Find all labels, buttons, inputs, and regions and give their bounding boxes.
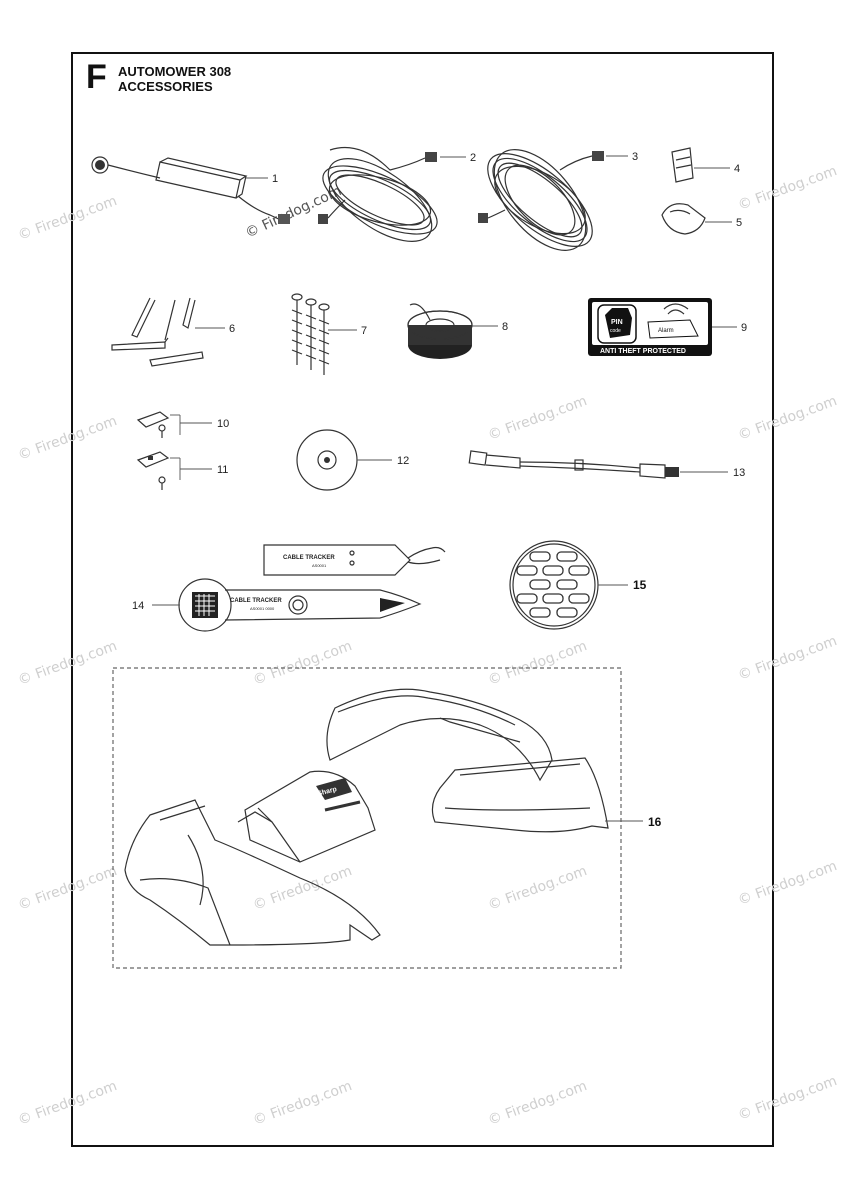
tracker-receiver-label: CABLE TRACKER xyxy=(283,555,335,561)
callout-3: 3 xyxy=(632,151,638,163)
part-13-usb-cable xyxy=(468,450,728,479)
tracker-probe-sub: AS0001 0000 xyxy=(250,606,275,611)
diagram-frame xyxy=(71,52,774,1147)
decal-alarm-label: Alarm xyxy=(658,328,674,334)
part-4-connector xyxy=(671,147,730,183)
callout-11: 11 xyxy=(217,464,228,476)
decal-pin-sub: code xyxy=(610,328,621,334)
decal-banner: ANTI THEFT PROTECTED xyxy=(600,348,686,355)
callout-13: 13 xyxy=(733,467,745,479)
watermark: © Firedog.com xyxy=(16,413,119,464)
part-2-cable-coil xyxy=(318,146,466,242)
part-11-blade xyxy=(136,451,212,490)
watermark: © Firedog.com xyxy=(16,193,119,244)
watermark: © Firedog.com xyxy=(486,863,589,914)
callout-14: 14 xyxy=(132,600,144,612)
part-8-wire-spool xyxy=(407,303,498,359)
watermark: © Firedog.com xyxy=(736,1073,839,1124)
watermark: © Firedog.com xyxy=(486,638,589,689)
part-9-anti-theft-decal: PIN code Alarm ANTI THEFT PROTECTED xyxy=(588,298,737,356)
callout-15: 15 xyxy=(633,578,647,592)
watermark: © Firedog.com xyxy=(486,1078,589,1129)
page-title: AUTOMOWER 308 ACCESSORIES xyxy=(118,64,231,94)
callout-5: 5 xyxy=(736,217,742,229)
part-10-blade xyxy=(136,411,212,438)
callout-labels: 1 2 3 4 5 6 7 8 9 10 11 12 13 14 15 16 xyxy=(132,151,747,829)
cover-badge: Sharp xyxy=(317,786,338,798)
part-5-coupler xyxy=(661,203,732,235)
callout-10: 10 xyxy=(217,418,229,430)
part-6-pegs xyxy=(111,297,225,367)
tracker-receiver-sub: AS0001 xyxy=(312,563,327,568)
watermark: © Firedog.com xyxy=(16,638,119,689)
part-12-disc xyxy=(296,429,392,491)
callout-7: 7 xyxy=(361,325,367,337)
tracker-probe-label: CABLE TRACKER xyxy=(230,598,282,604)
callout-8: 8 xyxy=(502,321,508,333)
watermark: © Firedog.com xyxy=(486,393,589,444)
callout-1: 1 xyxy=(272,173,278,185)
part-7-screws xyxy=(291,293,357,375)
watermark: © Firedog.com xyxy=(251,638,354,689)
watermark: © Firedog.com xyxy=(736,163,839,214)
watermarks: © Firedog.com © Firedog.com © Firedog.co… xyxy=(16,163,839,1129)
part-14-cable-tracker: CABLE TRACKER AS0001 CABLE TRACKER AS000… xyxy=(152,544,446,632)
callout-12: 12 xyxy=(397,455,409,467)
part-3-cable-coil xyxy=(478,149,628,251)
callout-9: 9 xyxy=(741,322,747,334)
callout-4: 4 xyxy=(734,163,740,175)
watermark: © Firedog.com xyxy=(16,863,119,914)
watermark: © Firedog.com xyxy=(16,1078,119,1129)
part-15-pad xyxy=(509,540,628,630)
callout-2: 2 xyxy=(470,152,476,164)
title-line-section: ACCESSORIES xyxy=(118,79,213,94)
part-16-body-kit: Sharp xyxy=(112,667,643,969)
watermark: © Firedog.com xyxy=(251,1078,354,1129)
title-line-model: AUTOMOWER 308 xyxy=(118,64,232,79)
watermark: © Firedog.com xyxy=(736,393,839,444)
part-1-power-supply xyxy=(91,156,290,224)
watermark: © Firedog.com xyxy=(251,863,354,914)
decal-pin-label: PIN xyxy=(611,319,623,326)
callout-16: 16 xyxy=(648,815,662,829)
watermark: © Firedog.com xyxy=(736,858,839,909)
callout-6: 6 xyxy=(229,323,235,335)
section-letter: F xyxy=(86,58,107,96)
watermark: © Firedog.com xyxy=(736,633,839,684)
